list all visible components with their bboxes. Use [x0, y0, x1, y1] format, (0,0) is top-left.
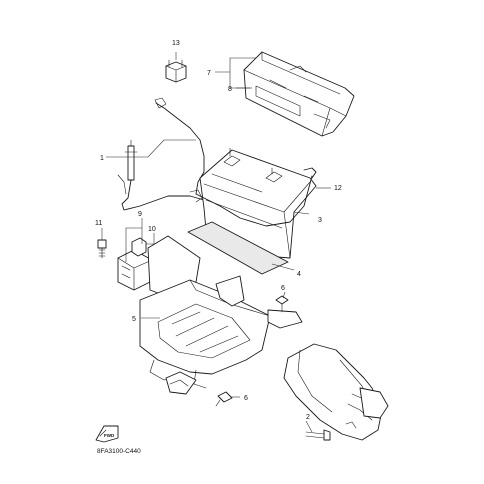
battery-mat-part-4 [187, 221, 289, 275]
forward-direction-arrow [95, 425, 119, 443]
diagram-code: 8FA3100-C440 [97, 448, 141, 455]
callout-labels: 13 7 8 1 12 3 9 10 11 4 6 5 6 2 [95, 40, 342, 421]
callout-1: 1 [100, 155, 104, 162]
battery-cover-part-7 [243, 51, 355, 137]
callout-11: 11 [95, 220, 102, 227]
relay-part-9 [117, 237, 153, 291]
callout-8: 8 [228, 86, 232, 93]
bolt-part-6-lower [215, 391, 233, 407]
bolt-part-11 [97, 239, 107, 259]
battery-box-part-5 [139, 235, 303, 395]
fwd-label: FWD [104, 433, 115, 438]
callout-12: 12 [334, 185, 342, 192]
callout-7: 7 [207, 70, 211, 77]
battery-lead-part-12 [195, 167, 317, 227]
clip-part-13 [165, 59, 187, 83]
callout-10: 10 [148, 226, 156, 233]
callout-4: 4 [297, 271, 301, 278]
starter-motor-part-2 [283, 343, 389, 441]
callout-3: 3 [318, 217, 322, 224]
bolt-part-6-upper [275, 295, 289, 313]
callout-9: 9 [138, 211, 142, 218]
battery-cable-part-1 [117, 97, 205, 211]
callout-6-lower: 6 [244, 395, 248, 402]
callout-13: 13 [172, 40, 180, 47]
callout-6-upper: 6 [281, 285, 285, 292]
leader-lines [101, 52, 331, 433]
callout-5: 5 [132, 316, 136, 323]
callout-2: 2 [306, 414, 310, 421]
